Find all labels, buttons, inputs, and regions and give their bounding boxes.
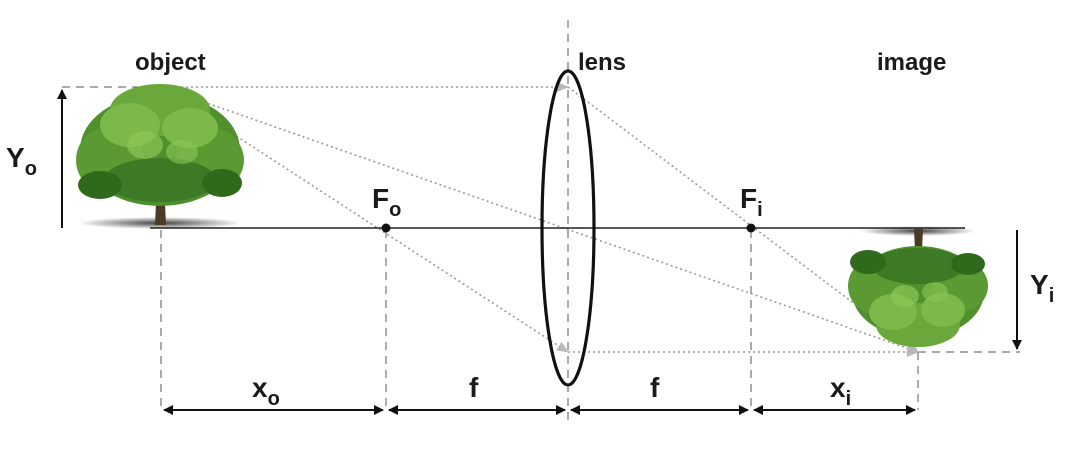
image-focus-label: Fi (740, 183, 763, 221)
ray-chief (160, 86, 919, 354)
image-focus-point (746, 223, 756, 233)
image-height-label: Yi (1030, 269, 1054, 307)
object-distance-label: xo (252, 372, 280, 410)
object-height-label: Yo (6, 142, 37, 180)
image-label: image (877, 49, 946, 76)
lens-shape (540, 69, 596, 387)
left-focal-length-label: f (469, 372, 479, 403)
image-distance-label: xi (830, 372, 851, 410)
object-focus-point (381, 223, 391, 233)
object-focus-label: Fo (372, 183, 401, 221)
object-label: object (135, 49, 206, 76)
lens-label: lens (578, 49, 626, 76)
right-focal-length-label: f (650, 372, 660, 403)
object-tree-icon (76, 84, 244, 229)
image-tree-icon (848, 226, 988, 347)
